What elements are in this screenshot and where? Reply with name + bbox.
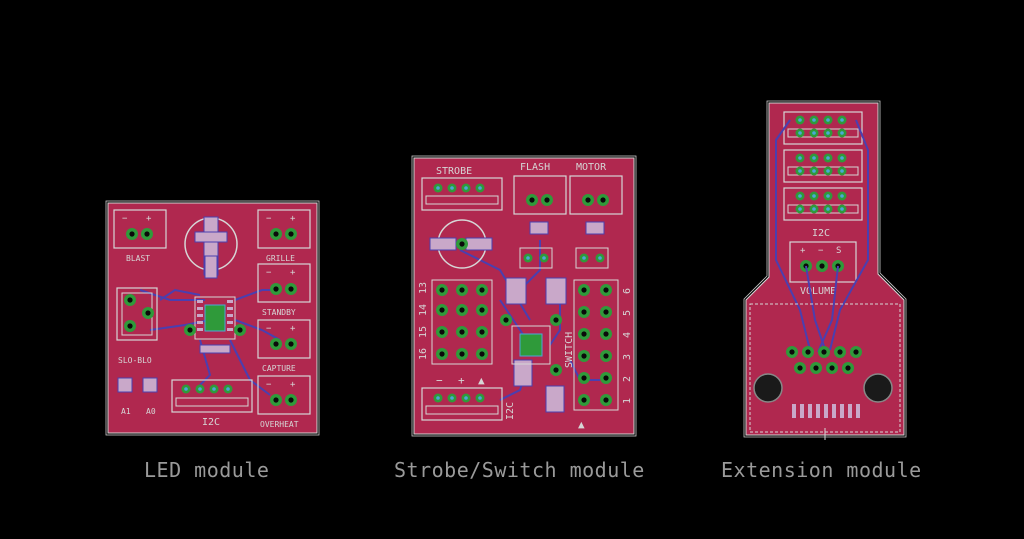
led-module-board: − + BLAST − + GRILLE − + STANDBY − + CAP… [105, 200, 320, 436]
standby-minus-label: − [266, 268, 272, 278]
slo-blo-label: SLO-BLO [118, 356, 152, 365]
grille-plus-label: + [290, 214, 296, 224]
capture-plus-label: + [290, 324, 296, 334]
extension-module-caption: Extension module [721, 458, 922, 482]
standby-plus-label: + [290, 268, 296, 278]
minus-symbol: − [436, 374, 443, 387]
capture-label: CAPTURE [262, 364, 296, 373]
strobe-label: STROBE [436, 166, 472, 177]
grille-minus-label: − [266, 214, 272, 224]
a1-label: A1 [121, 407, 131, 416]
pin-5-label: 5 [622, 310, 633, 316]
strobe-i2c-label: I2C [505, 402, 516, 420]
extension-module-board: I2C + − S VOLUME [743, 100, 907, 440]
standby-label: STANDBY [262, 308, 296, 317]
led-module-caption: LED module [144, 458, 270, 482]
volume-s-label: S [836, 246, 841, 256]
pin-4-label: 4 [622, 332, 633, 338]
strobe-module-caption: Strobe/Switch module [394, 458, 645, 482]
volume-label: VOLUME [800, 286, 836, 297]
blast-minus-label: − [122, 214, 128, 224]
a0-label: A0 [146, 407, 156, 416]
capture-minus-label: − [266, 324, 272, 334]
pin-2-label: 2 [622, 376, 633, 382]
extension-i2c-label: I2C [812, 228, 830, 239]
led-i2c-label: I2C [202, 417, 220, 428]
motor-label: MOTOR [576, 162, 607, 173]
pin-14-label: 14 [418, 304, 429, 316]
pin-3-label: 3 [622, 354, 633, 360]
volume-minus-label: − [818, 246, 824, 256]
volume-plus-label: + [800, 246, 806, 256]
overheat-label: OVERHEAT [260, 420, 299, 429]
pin-1-label: 1 [622, 398, 633, 404]
blast-label: BLAST [126, 254, 150, 263]
strobe-arrow-symbol: ▲ [578, 418, 585, 431]
overheat-plus-label: + [290, 380, 296, 390]
pin-16-label: 16 [418, 348, 429, 360]
overheat-minus-label: − [266, 380, 272, 390]
flash-label: FLASH [520, 162, 550, 173]
arrow-symbol: ▲ [478, 374, 485, 387]
blast-plus-label: + [146, 214, 152, 224]
pin-13-label: 13 [418, 282, 429, 294]
plus-symbol: + [458, 374, 465, 387]
switch-label: SWITCH [564, 332, 575, 368]
pin-6-label: 6 [622, 288, 633, 294]
grille-label: GRILLE [266, 254, 295, 263]
strobe-module-board: STROBE FLASH MOTOR 13 [411, 155, 637, 437]
pin-15-label: 15 [418, 326, 429, 338]
